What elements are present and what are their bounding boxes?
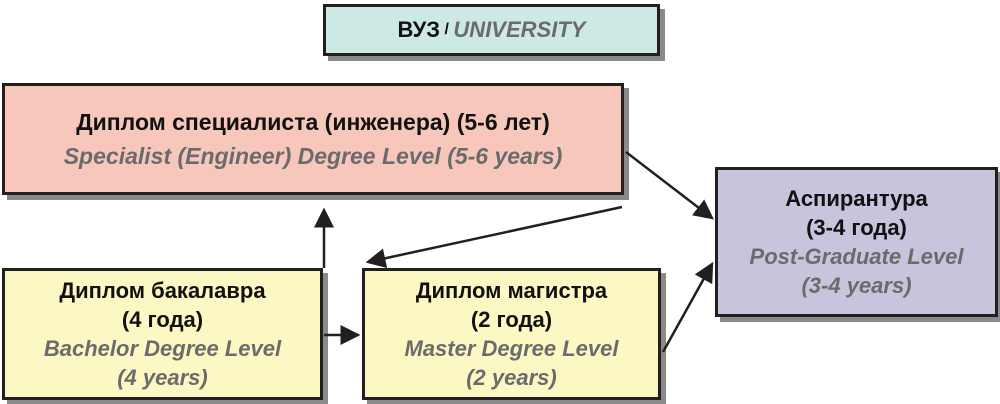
master-label-en: Master Degree Level: [404, 336, 619, 361]
university-separator: /: [440, 21, 454, 38]
specialist-label-ru: Диплом специалиста (инженера) (5-6 лет): [76, 109, 550, 135]
postgrad-duration-ru: (3-4 года): [806, 215, 907, 240]
arrow-specialist-to-master: [365, 205, 623, 269]
arrow-specialist-to-postgrad: [625, 151, 714, 220]
bachelor-degree-box: Диплом бакалавра (4 года) Bachelor Degre…: [2, 268, 323, 400]
bachelor-label-ru: Диплом бакалавра: [59, 278, 266, 303]
specialist-degree-box: Диплом специалиста (инженера) (5-6 лет) …: [2, 83, 624, 195]
university-label-en: UNIVERSITY: [453, 17, 586, 42]
master-degree-box: Диплом магистра (2 года) Master Degree L…: [362, 268, 661, 400]
arrow-master-to-postgrad: [661, 261, 714, 353]
bachelor-duration-en: (4 years): [117, 365, 208, 390]
bachelor-duration-ru: (4 года): [121, 307, 204, 332]
bachelor-label-en: Bachelor Degree Level: [43, 336, 282, 361]
master-label-ru: Диплом магистра: [415, 278, 608, 303]
specialist-label-en: Specialist (Engineer) Degree Level (5-6 …: [63, 143, 563, 169]
university-label-ru: ВУЗ: [397, 17, 441, 42]
master-duration-ru: (2 года): [470, 307, 553, 332]
postgrad-label-ru: Аспирантура: [785, 186, 928, 211]
postgraduate-box: Аспирантура (3-4 года) Post-Graduate Lev…: [715, 167, 998, 317]
master-duration-en: (2 years): [466, 365, 557, 390]
postgrad-duration-en: (3-4 years): [801, 273, 912, 298]
postgrad-label-en: Post-Graduate Level: [749, 244, 964, 269]
university-box: ВУЗ / UNIVERSITY: [323, 4, 660, 56]
